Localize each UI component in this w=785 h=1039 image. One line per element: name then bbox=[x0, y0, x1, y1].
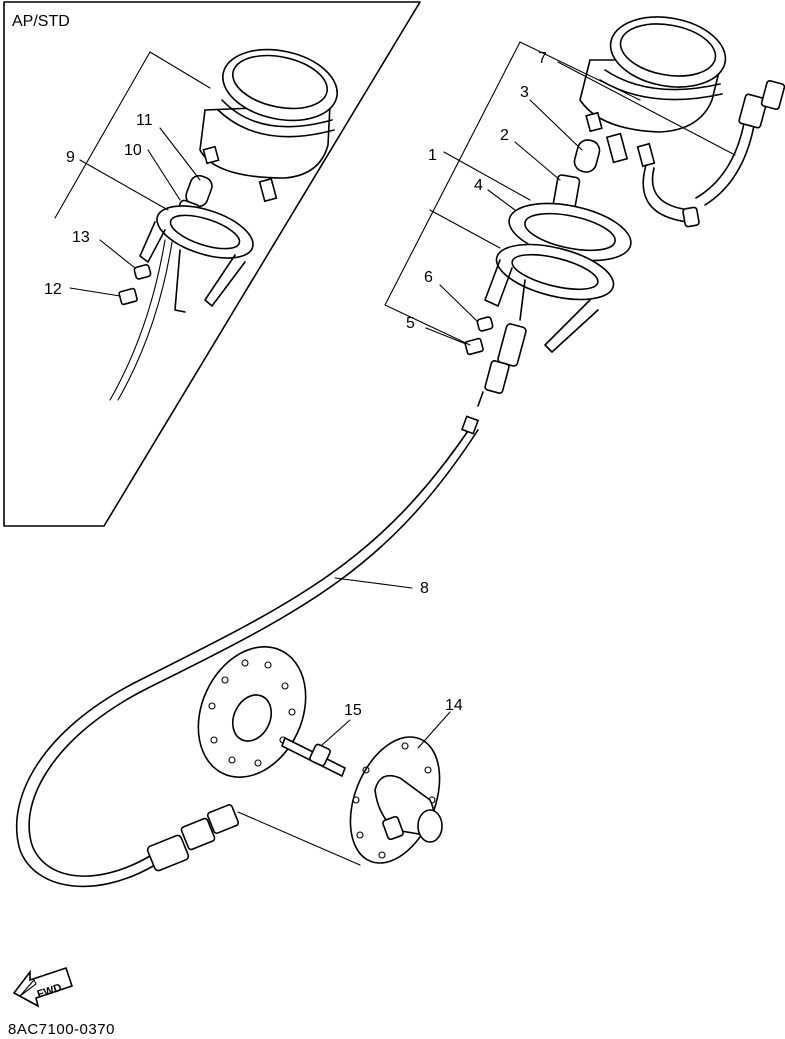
inset-label: AP/STD bbox=[12, 13, 70, 30]
main-speedometer bbox=[579, 16, 727, 168]
main-nut-5 bbox=[464, 337, 484, 356]
inset-nut-12 bbox=[118, 287, 138, 306]
inset-speedometer bbox=[199, 48, 338, 203]
callout-12: 12 bbox=[44, 281, 62, 298]
drive-plate bbox=[197, 646, 307, 778]
inset-panel: AP/STD bbox=[3, 1, 421, 527]
cable-top-fitting bbox=[477, 323, 527, 407]
callout-10: 10 bbox=[124, 142, 142, 159]
callout-3: 3 bbox=[520, 84, 529, 101]
callout-15: 15 bbox=[344, 702, 362, 719]
callout-4: 4 bbox=[474, 177, 483, 194]
callout-6: 6 bbox=[424, 269, 433, 286]
callout-2: 2 bbox=[500, 127, 509, 144]
callout-7: 7 bbox=[538, 50, 547, 67]
meter-wire-harness bbox=[642, 79, 785, 228]
main-bulb bbox=[573, 139, 601, 173]
inset-bracket bbox=[109, 205, 254, 401]
main-nut-6 bbox=[476, 316, 494, 332]
drive-shaft bbox=[280, 736, 347, 778]
callout-5: 5 bbox=[406, 315, 415, 332]
speedometer-gear-unit bbox=[349, 736, 443, 864]
inset-nut-13 bbox=[133, 264, 152, 280]
callout-11: 11 bbox=[136, 112, 153, 129]
figure-code: 8AC7100-0370 bbox=[8, 1021, 115, 1038]
callout-1: 1 bbox=[428, 147, 437, 164]
main-bracket bbox=[484, 243, 615, 353]
callout-8: 8 bbox=[420, 580, 429, 597]
fwd-arrow-icon: FWD bbox=[12, 966, 74, 1008]
callout-9: 9 bbox=[66, 149, 75, 166]
callout-14: 14 bbox=[445, 697, 463, 714]
speedometer-cable bbox=[15, 415, 480, 888]
callout-13: 13 bbox=[72, 229, 90, 246]
